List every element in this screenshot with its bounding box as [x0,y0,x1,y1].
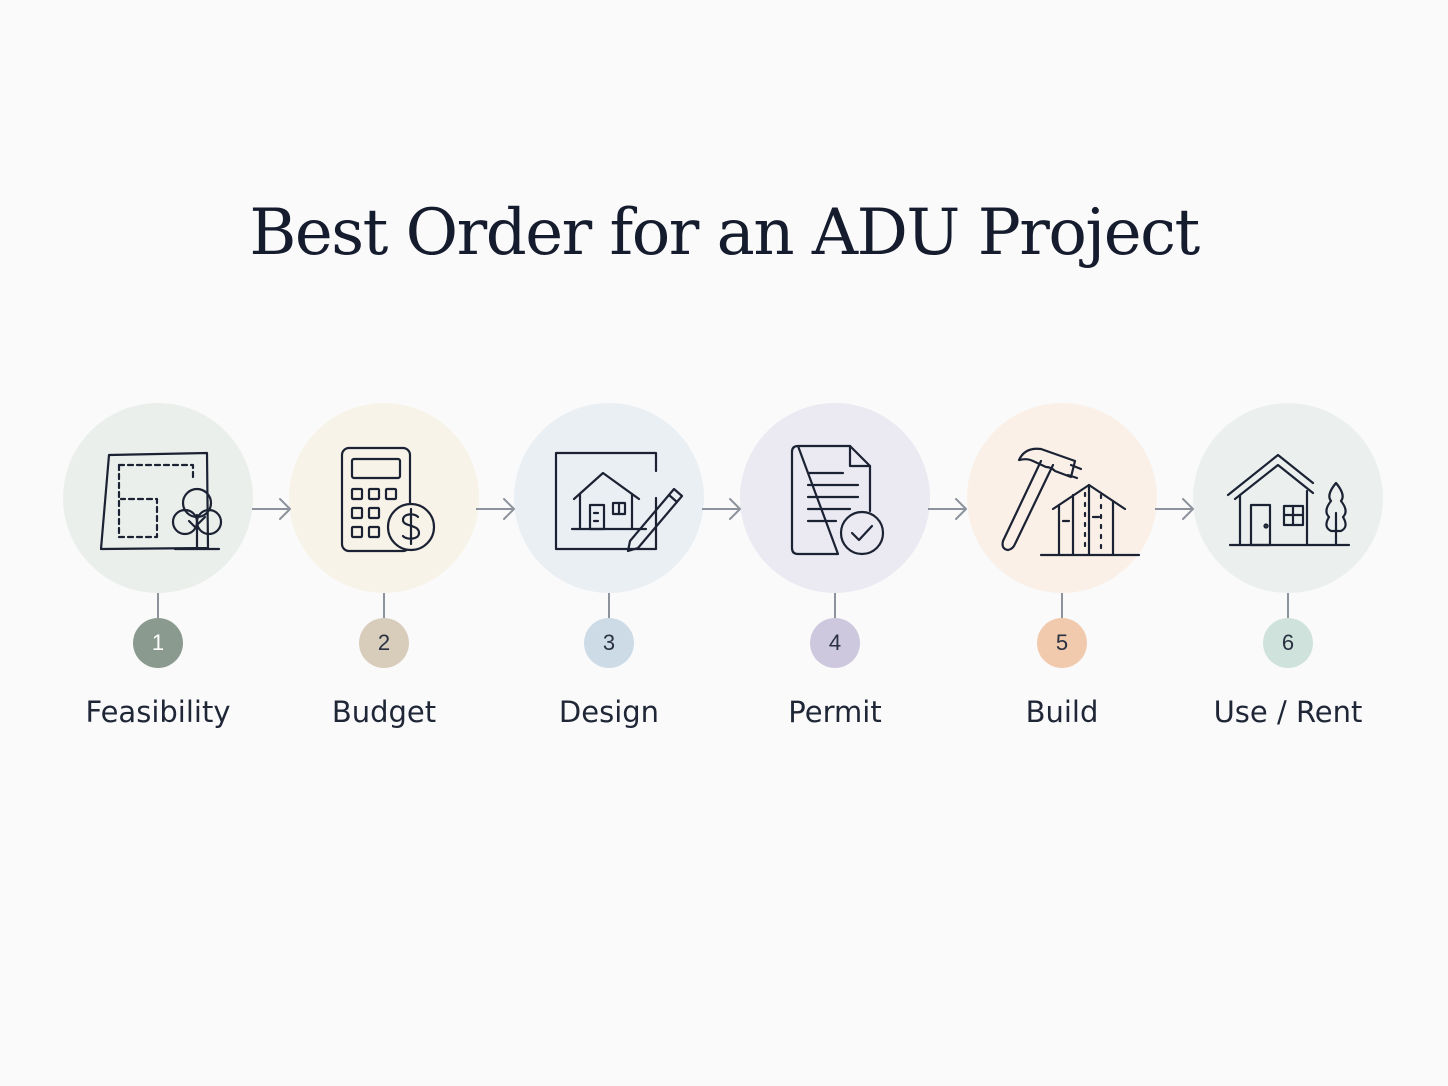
site-plan-tree-icon [99,451,223,551]
step-number-badge: 6 [1263,618,1313,668]
step-number-badge: 1 [133,618,183,668]
step-circle [514,403,704,593]
step-number-badge: 5 [1037,618,1087,668]
hammer-framing-icon [1001,447,1141,557]
step-label: Build [1025,695,1099,729]
house-tree-icon [1226,453,1351,547]
arrow-right-icon [928,498,967,520]
connector-stem [157,593,159,621]
step-circle [289,403,479,593]
step-number-badge: 2 [359,618,409,668]
step-design: 3 Design [514,403,704,743]
step-label: Feasibility [85,695,231,729]
arrow-right-icon [252,498,291,520]
step-number-badge: 4 [810,618,860,668]
arrow-right-icon [702,498,741,520]
step-number-badge: 3 [584,618,634,668]
step-use-rent: 6 Use / Rent [1193,403,1383,743]
step-feasibility: 1 Feasibility [63,403,253,743]
step-circle [967,403,1157,593]
connector-stem [608,593,610,621]
step-label: Permit [788,695,882,729]
house-drawing-pencil-icon [554,451,684,553]
page-title: Best Order for an ADU Project [249,196,1200,270]
arrow-right-icon [1155,498,1194,520]
step-circle [740,403,930,593]
step-label: Use / Rent [1213,695,1363,729]
document-checkmark-icon [790,444,885,556]
connector-stem [1061,593,1063,621]
step-circle [1193,403,1383,593]
step-build: 5 Build [967,403,1157,743]
step-permit: 4 Permit [740,403,930,743]
connector-stem [383,593,385,621]
arrow-right-icon [476,498,515,520]
connector-stem [1287,593,1289,621]
connector-stem [834,593,836,621]
step-circle [63,403,253,593]
calculator-dollar-icon [340,446,436,553]
step-budget: 2 Budget [289,403,479,743]
step-label: Design [558,695,660,729]
step-label: Budget [331,695,437,729]
